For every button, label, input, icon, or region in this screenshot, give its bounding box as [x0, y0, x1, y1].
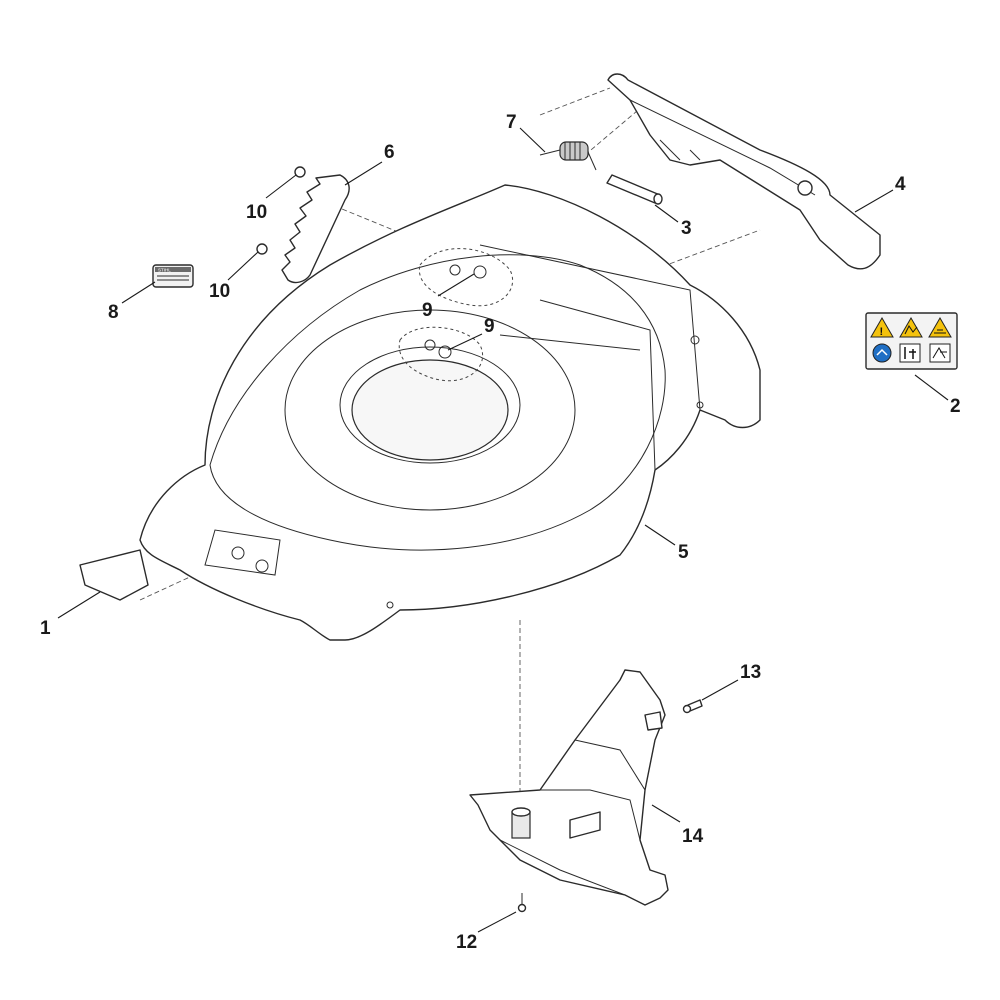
height-adjuster-rack	[281, 174, 350, 284]
callout-10a: 10	[246, 202, 267, 223]
mower-deck	[139, 184, 761, 641]
hinge-pin	[606, 174, 663, 205]
callout-6: 6	[384, 142, 395, 163]
read-manual-icon	[872, 343, 892, 363]
callout-3: 3	[681, 218, 692, 239]
callout-8: 8	[108, 302, 119, 323]
decal-text: STIHL	[158, 268, 171, 273]
keep-distance-icon	[899, 343, 921, 363]
callout-7: 7	[506, 112, 517, 133]
disconnect-icon	[929, 343, 951, 363]
warning-label: !	[865, 312, 958, 370]
callout-9b: 9	[484, 316, 495, 337]
torsion-spring	[539, 141, 597, 171]
callout-13: 13	[740, 662, 761, 683]
callout-14: 14	[682, 826, 704, 847]
svg-text:!: !	[880, 326, 884, 338]
warning-triangle-icon	[899, 317, 923, 338]
callout-5: 5	[678, 542, 689, 563]
callout-9a: 9	[422, 300, 433, 321]
label-sheet	[79, 549, 149, 601]
callout-2: 2	[950, 396, 961, 417]
nut-lower	[256, 243, 268, 255]
callout-10b: 10	[209, 281, 230, 302]
screw-lower	[517, 893, 527, 913]
discharge-chute	[469, 669, 669, 906]
warning-triangle-icon	[928, 317, 952, 338]
leader-lines	[57, 127, 949, 933]
stihl-decal: STIHL	[152, 264, 194, 288]
callout-4: 4	[895, 174, 906, 195]
warning-triangle-icon: !	[870, 317, 894, 338]
screw-upper	[682, 699, 703, 714]
callout-12: 12	[456, 932, 477, 953]
callouts: 1 2 3 4 5 6 7 8 9 9 10 10 12 13 14	[40, 112, 961, 953]
callout-1: 1	[40, 618, 51, 639]
nut-upper	[294, 166, 306, 178]
rear-flap	[607, 73, 881, 270]
